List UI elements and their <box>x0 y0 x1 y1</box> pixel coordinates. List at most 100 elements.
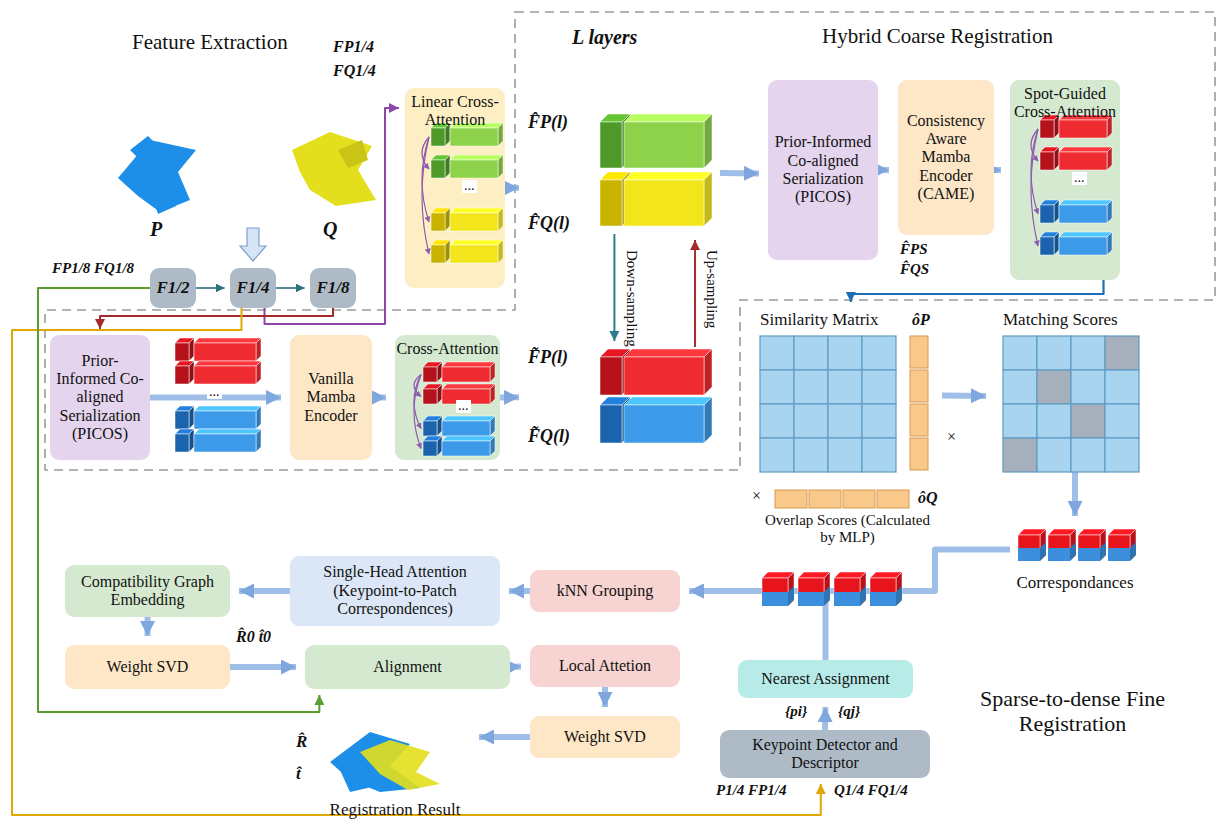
connector-arrow <box>510 663 521 670</box>
connector-arrow <box>1072 468 1078 516</box>
process-box: Prior-Informed Co-aligned Serialization … <box>768 80 878 260</box>
connector-arrow <box>694 240 696 347</box>
connector-arrow <box>689 591 826 660</box>
connector-arrow <box>942 393 986 399</box>
node-text: Keypoint Detector and Descriptor <box>724 736 926 773</box>
connector-arrow <box>479 734 530 740</box>
connector-arrow <box>602 687 608 707</box>
cube-figure <box>175 338 909 606</box>
figure-block: Correspondances <box>1010 525 1140 595</box>
connector-arrow <box>851 280 1104 302</box>
math-symbol: ôP <box>912 311 930 329</box>
ellipsis: ... <box>456 400 471 413</box>
math-symbol: R̂ <box>296 732 307 752</box>
node-text: Weight SVD <box>564 728 646 746</box>
section-title: × <box>752 487 761 505</box>
node-text: Vanilla Mamba Encoder <box>294 370 368 425</box>
connector-arrow <box>720 170 759 176</box>
process-box: Weight SVD <box>65 645 230 689</box>
process-box: F1/2 <box>150 268 196 308</box>
node-text: F̂P(l) <box>528 112 568 133</box>
process-box: Single-Head Attention (Keypoint-to-Patch… <box>290 556 500 626</box>
node-text: F̃P(l) <box>528 347 568 368</box>
edge-label: Down-sampling <box>623 250 640 347</box>
section-title: × <box>947 428 956 446</box>
connector-arrow <box>276 287 305 289</box>
math-symbol: F̂QS <box>900 261 929 278</box>
connector-arrow <box>145 617 151 636</box>
node-figure <box>752 308 942 483</box>
node-figure <box>995 308 1155 468</box>
connector-arrow <box>509 588 530 594</box>
edge-label: R̂0 t̂0 <box>236 628 271 646</box>
process-box: Cross-Attention <box>395 335 500 460</box>
point-cloud-q <box>292 132 376 206</box>
math-symbol: L layers <box>572 26 637 49</box>
math-symbol: {pi} <box>785 703 807 720</box>
node-text: Matching Scores <box>1003 310 1118 330</box>
math-symbol: FQ1/4 <box>333 62 376 80</box>
math-symbol: {qj} <box>838 703 860 720</box>
node-text: F̂Q(l) <box>528 213 570 234</box>
node-text: Single-Head Attention (Keypoint-to-Patch… <box>294 563 496 618</box>
node-text: F̃Q(l) <box>528 426 570 447</box>
connector-arrow <box>505 185 519 191</box>
figure-block: F̂P(l) F̂Q(l) <box>528 112 720 234</box>
math-symbol: P1/4 FP1/4 <box>716 782 786 799</box>
node-text: Similarity Matrix <box>760 310 879 330</box>
node-text: F1/4 <box>236 278 269 298</box>
math-symbol: F̂PS <box>900 241 928 258</box>
connector-arrow <box>994 167 1001 173</box>
node-text: Cross-Attention <box>396 340 498 358</box>
node-text: Compatibility Graph Embedding <box>69 573 226 610</box>
process-box: F1/4 <box>230 268 276 308</box>
process-box: Prior-Informed Co-aligned Serialization … <box>50 335 150 460</box>
process-box: Local Attetion <box>530 645 680 687</box>
node-text: F1/8 <box>316 278 349 298</box>
math-symbol: ôQ <box>918 489 938 507</box>
node-text: kNN Grouping <box>557 582 653 600</box>
ellipsis: ... <box>462 180 477 193</box>
connector-arrow <box>613 234 615 341</box>
connector-arrow <box>372 395 386 401</box>
figure-block: Matching Scores <box>995 308 1155 468</box>
process-box: F1/8 <box>310 268 356 308</box>
figure-block: F̃P(l) F̃Q(l) <box>528 347 720 447</box>
node-text: Consistency Aware Mamba Encoder (CAME) <box>902 112 990 204</box>
connector-arrow <box>100 308 333 329</box>
connector-arrow <box>12 308 821 815</box>
node-text: Nearest Assignment <box>761 670 889 688</box>
process-box: Vanilla Mamba Encoder <box>290 335 372 460</box>
input-arrow <box>240 228 266 261</box>
figure-block: Registration Result <box>320 722 470 822</box>
math-symbol: t̂ <box>296 764 301 784</box>
section-title: Overlap Scores (Calculated by MLP) <box>765 512 930 547</box>
node-text: Prior-Informed Co-aligned Serialization … <box>54 352 146 444</box>
process-box: Keypoint Detector and Descriptor <box>720 730 930 778</box>
connector-arrow <box>239 588 290 594</box>
connector-arrow <box>878 167 889 173</box>
process-box: Compatibility Graph Embedding <box>65 565 230 617</box>
node-text: Prior-Informed Co-aligned Serialization … <box>772 133 874 207</box>
section-title: Hybrid Coarse Registration <box>822 24 1053 48</box>
node-text: F1/2 <box>156 278 189 298</box>
math-symbol: Q1/4 FQ1/4 <box>834 782 908 799</box>
connector-arrow <box>500 394 519 400</box>
process-box: kNN Grouping <box>530 570 680 612</box>
ellipsis: ... <box>1072 172 1087 185</box>
node-text: Alignment <box>373 658 441 676</box>
math-symbol: FP1/4 <box>333 38 374 56</box>
node-text: Spot-Guided Cross-Attention <box>1010 85 1120 122</box>
node-text: Weight SVD <box>107 658 189 676</box>
node-text: Local Attetion <box>559 657 651 675</box>
connector-arrow <box>196 287 225 289</box>
connector-arrow <box>822 707 828 730</box>
process-box: Alignment <box>305 645 510 689</box>
process-box: Linear Cross-Attention <box>405 88 505 288</box>
figure-block: Similarity Matrix <box>752 308 942 483</box>
connector-arrow <box>230 664 296 670</box>
math-symbol: FP1/8 FQ1/8 <box>52 260 134 277</box>
edge-label: Up-sampling <box>703 250 720 328</box>
point-cloud-p <box>118 136 196 214</box>
process-box: Spot-Guided Cross-Attention <box>1010 80 1120 280</box>
